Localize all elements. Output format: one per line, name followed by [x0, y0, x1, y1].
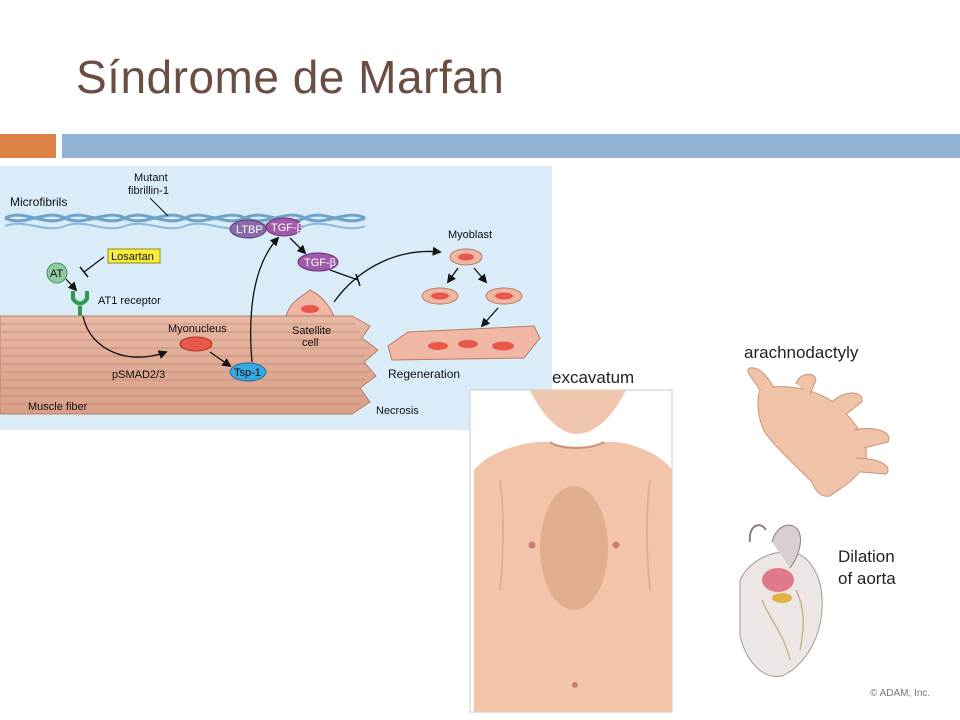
label-tsp1: Tsp-1	[234, 367, 261, 379]
myoblast-left-nucleus	[431, 292, 449, 300]
muscle-fiber	[0, 315, 379, 415]
arrow-tgf-release	[289, 237, 307, 255]
myonucleus-oval	[179, 336, 213, 352]
label-myonucleus: Myonucleus	[168, 323, 227, 335]
inhibit-line-losartan	[83, 256, 105, 273]
inhibit-bar-satellite	[355, 273, 361, 287]
fibrillin-pointer	[149, 197, 169, 217]
myoblast-top-nucleus	[458, 253, 474, 261]
arrow-tsp-tgf	[250, 236, 280, 363]
label-fibrillin: fibrillin-1	[128, 185, 169, 197]
slide-title: Síndrome de Marfan	[76, 51, 505, 103]
label-cell: cell	[302, 337, 319, 349]
tgf-bound-oval	[265, 217, 303, 237]
label-muscle-fiber: Muscle fiber	[28, 401, 88, 413]
satellite-cell-shape	[285, 289, 335, 317]
arrow-nucleus-tsp	[209, 351, 232, 368]
marfan-pathway-diagram: Microfibrils Mutant fibrillin-1 LTBP TGF…	[0, 166, 552, 430]
regen-nucleus-2	[458, 340, 478, 348]
chest-figure	[474, 390, 672, 712]
label-necrosis: Necrosis	[376, 405, 419, 417]
label-at: AT	[50, 268, 64, 280]
hand-illustration	[747, 367, 890, 497]
label-satellite: Satellite	[292, 325, 331, 337]
label-myoblast: Myoblast	[448, 229, 492, 241]
myoblast-right-nucleus	[495, 292, 513, 300]
arrow-receptor-psmad	[82, 315, 168, 359]
label-at1-receptor: AT1 receptor	[98, 295, 161, 307]
tgf-free-oval	[297, 252, 339, 272]
accent-bar-orange	[0, 134, 56, 158]
accent-bar-blue	[62, 134, 960, 158]
arrow-at-receptor	[65, 278, 78, 292]
tsp1-oval	[229, 362, 267, 382]
label-mutant: Mutant	[134, 172, 168, 184]
inhibit-bar-losartan	[79, 266, 89, 278]
microfibril-strands	[4, 213, 366, 230]
regen-nucleus-3	[492, 341, 514, 351]
label-losartan: Losartan	[111, 251, 154, 263]
marfan-features-illustration: excavatum arachnodactyly Dilation of aor…	[460, 330, 960, 720]
label-excavatum: excavatum	[552, 368, 634, 387]
label-microfibrils: Microfibrils	[10, 195, 67, 209]
arrow-myoblast-left	[446, 267, 459, 284]
features-svg: excavatum arachnodactyly Dilation of aor…	[469, 343, 930, 713]
arrow-myoblast-right	[473, 267, 488, 284]
label-regeneration: Regeneration	[388, 367, 460, 381]
label-tgf-bound: TGF-β	[271, 222, 303, 234]
label-psmad: pSMAD2/3	[112, 369, 165, 381]
copyright-label: © ADAM, Inc.	[870, 688, 930, 699]
satellite-nucleus	[301, 305, 319, 313]
inhibit-line-satellite	[329, 269, 359, 281]
label-tgf-free: TGF-β	[304, 257, 336, 269]
losartan-box	[107, 248, 161, 264]
arrow-to-regeneration	[480, 307, 499, 328]
heart-illustration	[739, 524, 823, 677]
label-dilation: Dilation	[838, 547, 895, 566]
pathway-svg: Microfibrils Mutant fibrillin-1 LTBP TGF…	[0, 172, 541, 417]
label-arachnodactyly: arachnodactyly	[744, 343, 859, 362]
at-circle	[46, 262, 68, 284]
at1-receptor-shape	[71, 291, 89, 306]
label-of-aorta: of aorta	[838, 569, 896, 588]
arrow-satellite-myoblast	[333, 246, 442, 303]
label-ltbp: LTBP	[236, 224, 263, 236]
regen-nucleus-1	[428, 342, 448, 350]
